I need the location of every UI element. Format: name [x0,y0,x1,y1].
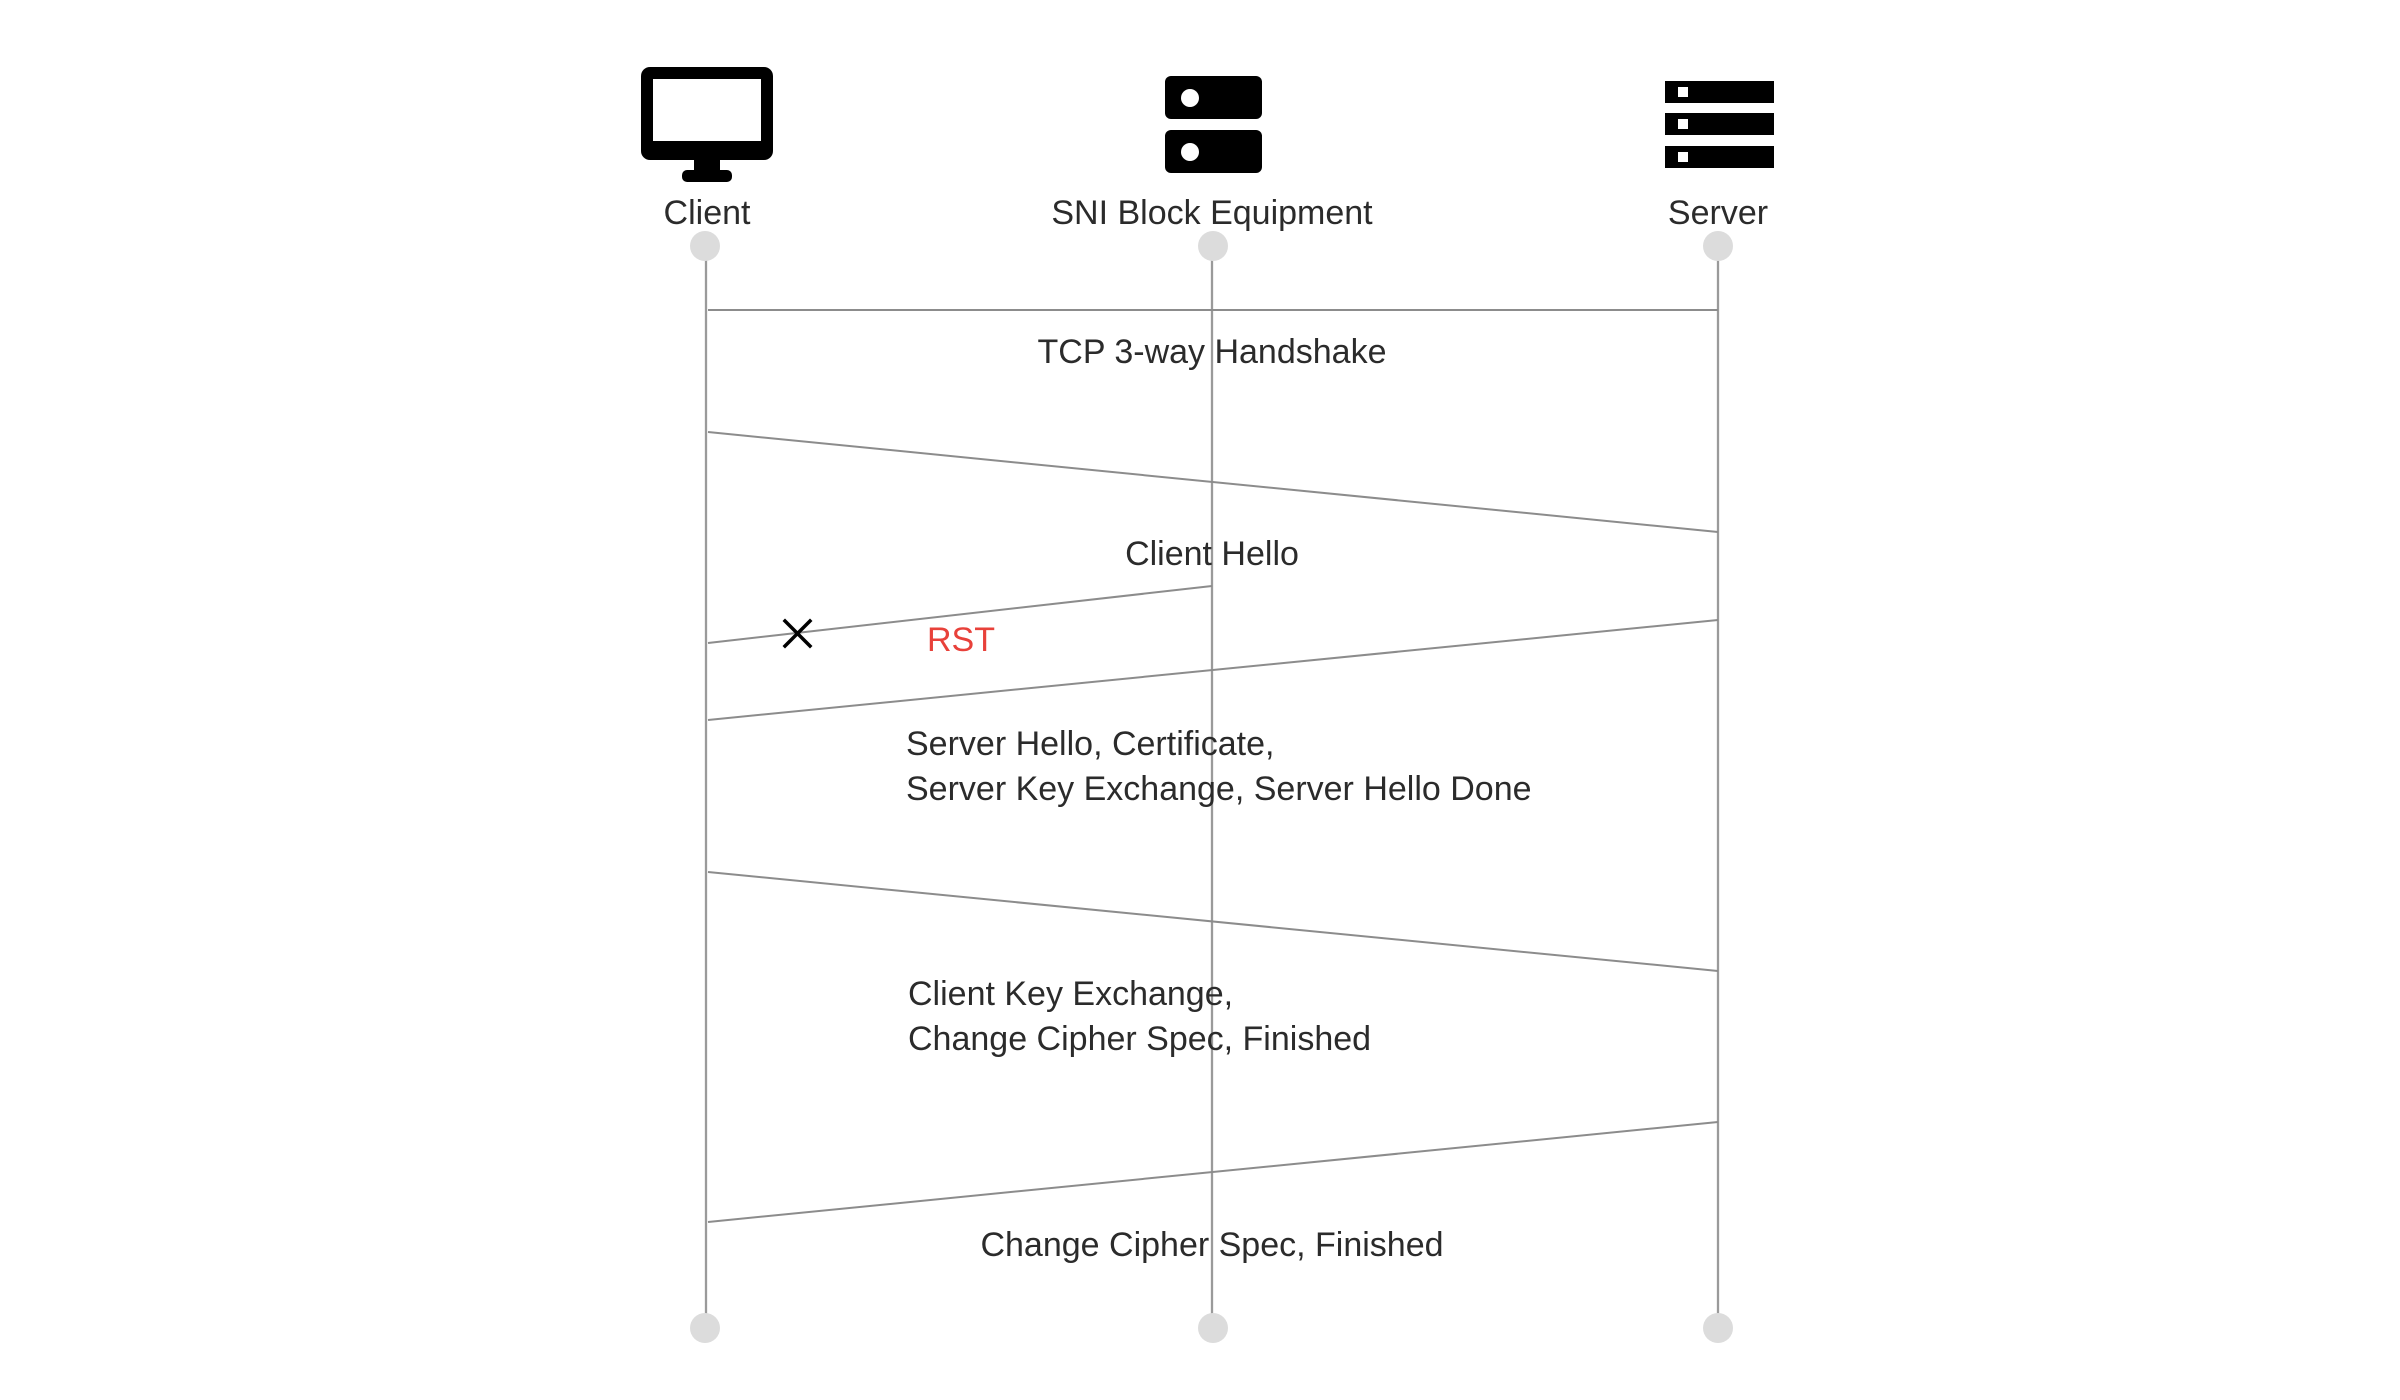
lifeline-end-dot-server [1703,1313,1733,1343]
message-line-server-hello [707,619,1719,721]
message-label-server-finished: Change Cipher Spec, Finished [980,1226,1443,1264]
message-label-client-hello: Client Hello [1125,535,1299,573]
message-label-rst: RST [927,621,995,659]
message-line-client-hello [707,431,1719,533]
lifeline-start-dot-sni [1198,231,1228,261]
message-line-client-key-exchange [707,871,1719,972]
message-line-rst [707,585,1213,644]
message-label-tcp-handshake: TCP 3-way Handshake [1038,333,1387,371]
rack-server-icon [1665,81,1774,168]
desktop-monitor-icon [641,67,773,182]
message-label-server-hello-line2: Server Key Exchange, Server Hello Done [906,770,1532,808]
drop-x-icon [782,618,813,649]
message-line-server-finished [707,1121,1719,1223]
participant-label-sni: SNI Block Equipment [1051,194,1373,232]
lifeline-start-dot-server [1703,231,1733,261]
message-label-client-key-exchange-line1: Client Key Exchange, [908,975,1233,1013]
lifeline-end-dot-sni [1198,1313,1228,1343]
participant-label-client: Client [664,194,751,232]
lifeline-end-dot-client [690,1313,720,1343]
message-label-server-hello-line1: Server Hello, Certificate, [906,725,1274,763]
participant-label-server: Server [1668,194,1768,232]
lifeline-start-dot-client [690,231,720,261]
two-unit-server-icon [1165,76,1262,173]
message-label-client-key-exchange-line2: Change Cipher Spec, Finished [908,1020,1371,1058]
